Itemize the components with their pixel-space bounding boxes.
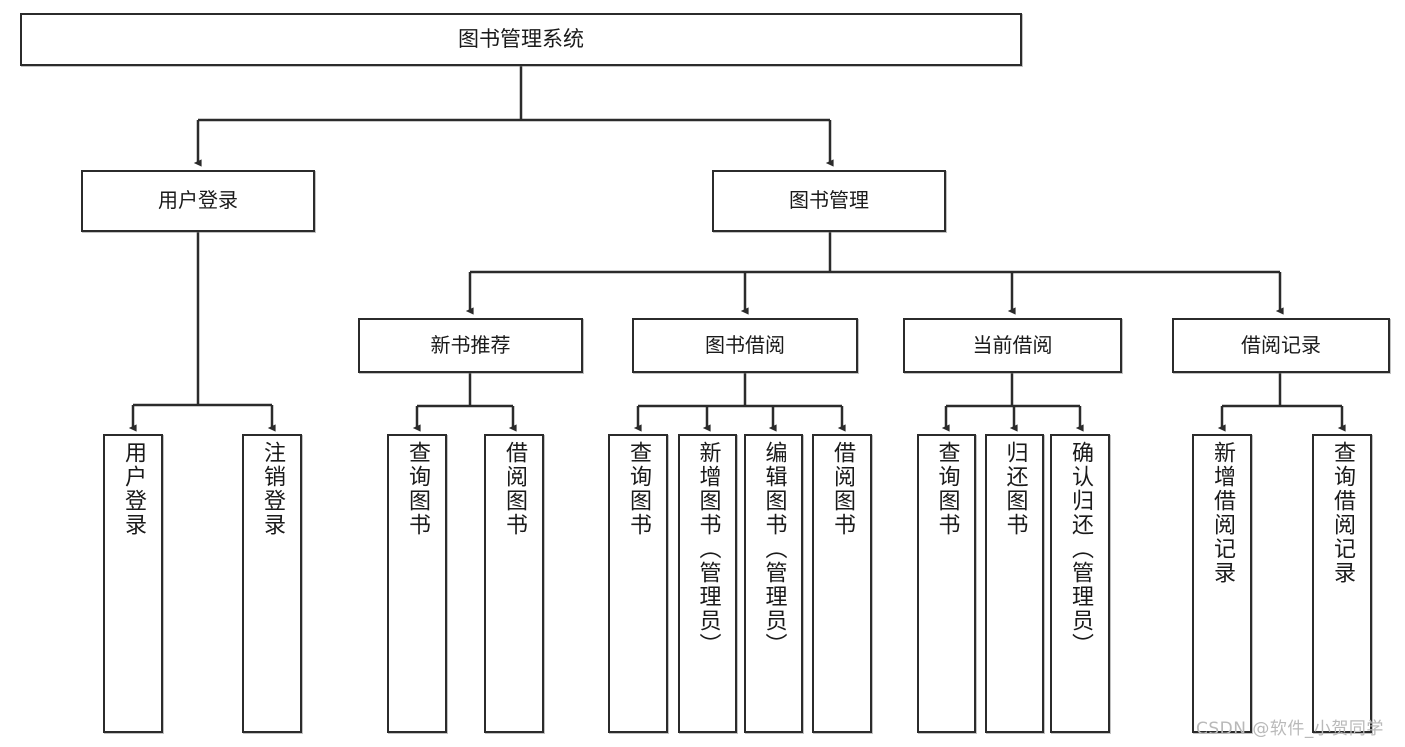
node-label: 查询借阅记录 (1330, 441, 1355, 585)
node-label: 图书借阅 (705, 332, 785, 357)
node-label: 借阅图书 (830, 441, 855, 537)
node-label: 新书推荐 (430, 332, 511, 357)
node-label: 查询图书 (934, 441, 960, 537)
node-label: 新增借阅记录 (1210, 441, 1235, 585)
node-label: 用户登录 (158, 188, 238, 213)
node-label: 图书管理系统 (458, 27, 584, 52)
node-user-login[interactable]: 用户登录 (81, 170, 315, 232)
leaf-user-login-login[interactable]: 用户登录 (103, 434, 163, 733)
leaf-new-book-query[interactable]: 查询图书 (387, 434, 447, 733)
leaf-current-confirm-return[interactable]: 确认归还（管理员） (1050, 434, 1110, 733)
leaf-record-add[interactable]: 新增借阅记录 (1192, 434, 1252, 733)
leaf-user-login-logout[interactable]: 注销登录 (242, 434, 302, 733)
node-label: 当前借阅 (972, 332, 1053, 357)
leaf-new-book-borrow[interactable]: 借阅图书 (484, 434, 544, 733)
leaf-borrow-borrow-book[interactable]: 借阅图书 (812, 434, 872, 733)
leaf-record-query[interactable]: 查询借阅记录 (1312, 434, 1372, 733)
node-label: 借阅图书 (502, 441, 527, 537)
node-label: 查询图书 (626, 441, 651, 537)
node-label: 用户登录 (121, 441, 146, 537)
node-label: 图书管理 (789, 188, 869, 213)
node-label: 编辑图书（管理员） (761, 441, 787, 657)
leaf-borrow-edit-book[interactable]: 编辑图书（管理员） (744, 434, 803, 733)
leaf-borrow-query-book[interactable]: 查询图书 (608, 434, 668, 733)
node-root-system[interactable]: 图书管理系统 (20, 13, 1022, 66)
leaf-current-query-book[interactable]: 查询图书 (917, 434, 976, 733)
node-label: 查询图书 (405, 441, 430, 537)
node-new-book-recommend[interactable]: 新书推荐 (358, 318, 583, 373)
node-book-borrow[interactable]: 图书借阅 (632, 318, 858, 373)
node-borrow-record[interactable]: 借阅记录 (1172, 318, 1390, 373)
node-label: 注销登录 (260, 441, 285, 537)
node-book-management[interactable]: 图书管理 (712, 170, 946, 232)
leaf-current-return-book[interactable]: 归还图书 (985, 434, 1044, 733)
node-label: 确认归还（管理员） (1068, 441, 1093, 657)
node-label: 归还图书 (1002, 441, 1028, 537)
node-label: 借阅记录 (1241, 332, 1321, 357)
node-current-borrow[interactable]: 当前借阅 (903, 318, 1122, 373)
csdn-watermark: CSDN @软件_小贺同学 (1196, 719, 1384, 739)
leaf-borrow-add-book[interactable]: 新增图书（管理员） (678, 434, 737, 733)
node-label: 新增图书（管理员） (695, 441, 721, 657)
